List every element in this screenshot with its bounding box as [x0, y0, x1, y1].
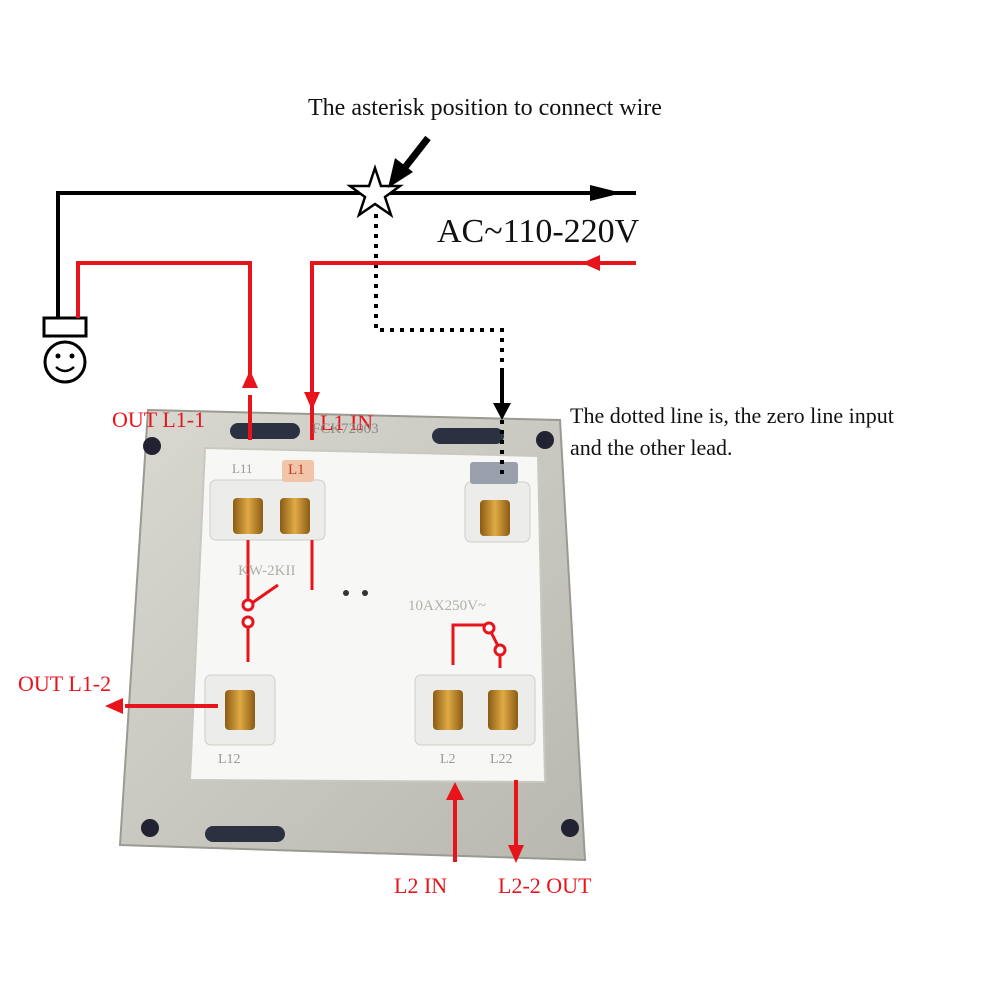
pointer-arrow-icon	[388, 135, 431, 188]
arrow-left-out-l1-2	[105, 698, 123, 714]
arrow-down-l2-2-out	[508, 845, 524, 863]
wire-out-l1-1	[76, 261, 252, 385]
terminal-screws	[225, 498, 518, 730]
indicator-dot	[362, 590, 368, 596]
arrow-up-l2-in	[446, 782, 464, 800]
lamp-icon	[42, 316, 88, 384]
screw-hole-top-left	[143, 437, 161, 455]
label-out-l1-2: OUT L1-2	[18, 671, 112, 696]
terminal-l1	[280, 498, 310, 534]
arrow-down-l1-in	[304, 392, 320, 410]
red-arrowheads	[105, 255, 600, 863]
arrow-up-out-l1-1	[242, 370, 258, 388]
label-l2-2-out: L2-2 OUT	[498, 873, 592, 898]
terminal-l11	[233, 498, 263, 534]
label-l1-in: L1 IN	[320, 410, 374, 435]
label-l2-in: L2 IN	[394, 873, 448, 898]
marking-model: KW-2KII	[238, 563, 296, 579]
phase-wires	[76, 261, 636, 862]
wire-l1-in	[310, 261, 636, 395]
screw-hole-bottom-right	[561, 819, 579, 837]
marking-l11: L11	[232, 461, 253, 476]
arrow-left-l1-in	[582, 255, 600, 271]
label-out-l1-1: OUT L1-1	[112, 407, 206, 432]
asterisk-star-icon	[346, 164, 404, 219]
plate-slot-right	[432, 428, 504, 444]
marking-l12: L12	[218, 752, 241, 767]
internal-switch-symbol-1	[241, 540, 314, 662]
neutral-tag	[470, 462, 518, 484]
plate-slot-bottom	[205, 826, 285, 842]
marking-l22: L22	[490, 752, 513, 767]
screw-hole-bottom-left	[141, 819, 159, 837]
marking-top-code: FCK72003	[312, 421, 379, 437]
terminal-l2	[433, 690, 463, 730]
marking-rating: 10AX250V~	[408, 598, 487, 614]
asterisk-note: The asterisk position to connect wire	[308, 95, 662, 121]
plate-slot-left	[230, 423, 300, 439]
marking-l2: L2	[440, 752, 456, 767]
internal-switch-symbol-2	[451, 621, 507, 668]
terminal-l12	[225, 690, 255, 730]
l1-tag	[282, 460, 314, 482]
dotted-note-line2: and the other lead.	[570, 435, 733, 460]
voltage-label: AC~110-220V	[437, 213, 640, 250]
dotted-neutral-line	[374, 214, 511, 480]
indicator-dot	[343, 590, 349, 596]
screw-hole-top-right	[536, 431, 554, 449]
terminal-neutral	[480, 500, 510, 536]
neutral-wire	[56, 185, 636, 318]
marking-l1: L1	[288, 462, 305, 478]
terminal-l22	[488, 690, 518, 730]
dotted-note-line1: The dotted line is, the zero line input	[570, 403, 894, 428]
